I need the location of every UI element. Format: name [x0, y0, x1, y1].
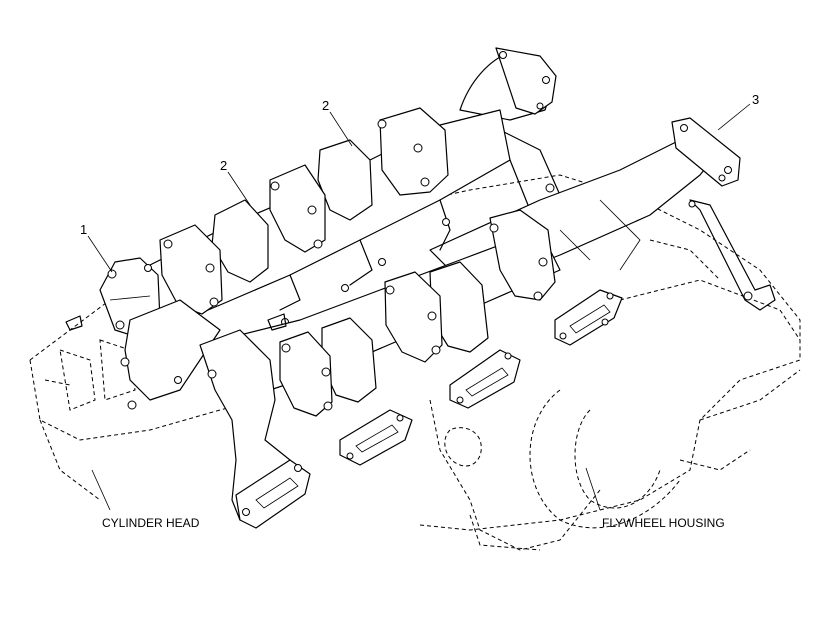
- callout-leaders: [87, 103, 751, 511]
- head-studs: [65, 313, 287, 331]
- label-cylinder-head: CYLINDER HEAD: [102, 516, 200, 530]
- manifold-lower-run: [219, 209, 561, 417]
- manifold-front-end: [99, 257, 221, 410]
- flywheel-housing-outline: [429, 239, 801, 551]
- callout-2-lower: 2: [220, 158, 227, 173]
- support-bracket: [688, 199, 776, 311]
- callout-3: 3: [752, 92, 759, 107]
- callout-1: 1: [80, 222, 87, 237]
- manifold-upper-run: [139, 47, 557, 331]
- manifold-front-outlet: [199, 329, 311, 529]
- label-flywheel-housing: FLYWHEEL HOUSING: [602, 516, 725, 530]
- callout-2-upper: 2: [322, 98, 329, 113]
- port-flanges: [339, 289, 623, 466]
